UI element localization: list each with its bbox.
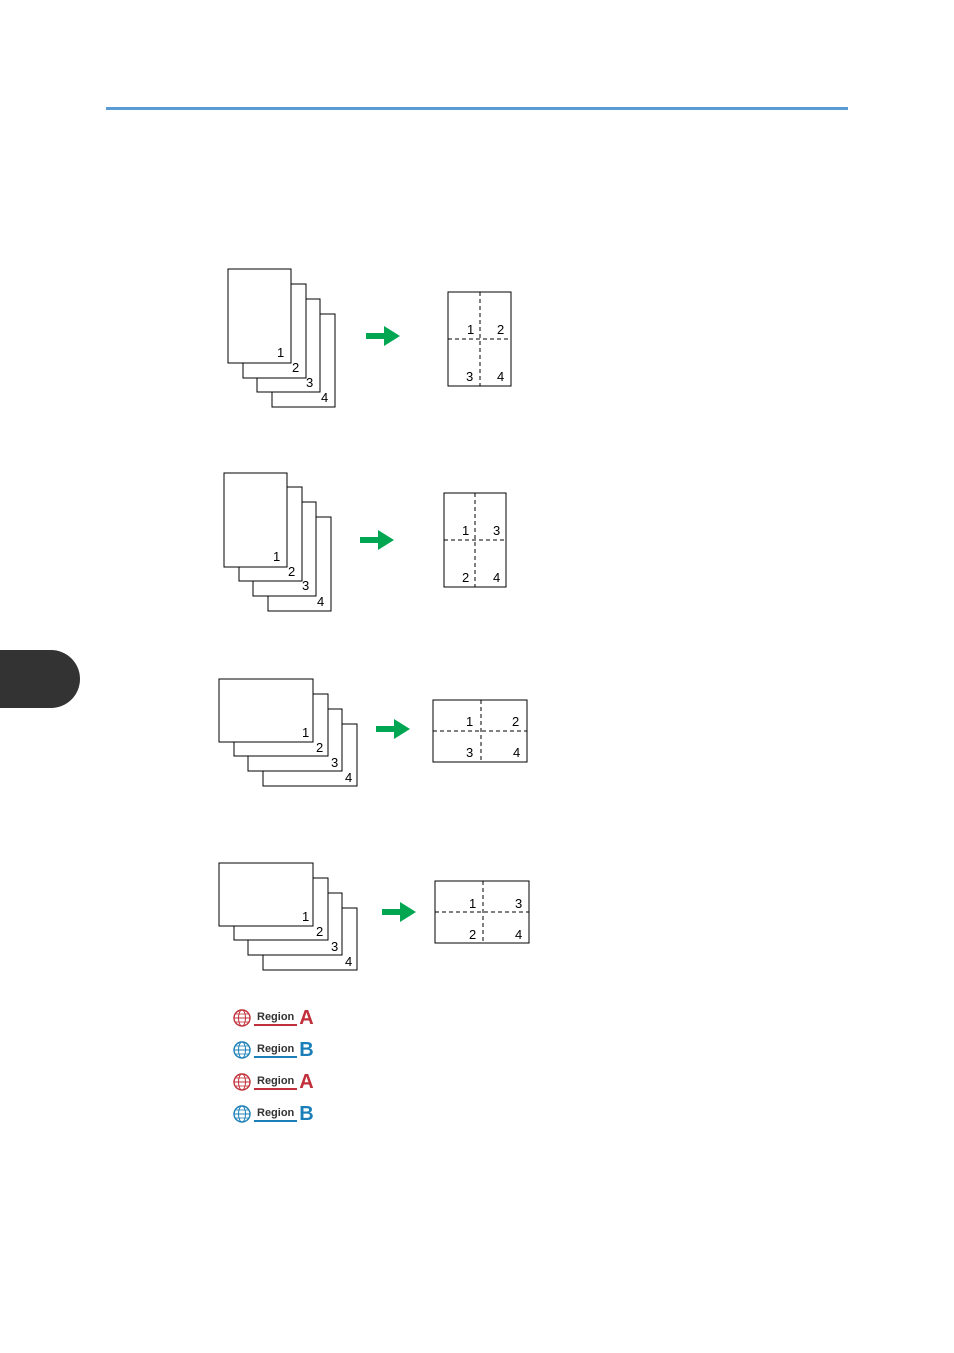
region-letter: A [299,1008,313,1028]
sheet-label: 1 [302,725,309,740]
region-word: Region [254,1042,297,1058]
result-label: 1 [462,523,469,538]
result-label: 2 [497,322,504,337]
sheet-label: 1 [273,549,280,564]
result-label: 3 [466,369,473,384]
sheet-label: 2 [292,360,299,375]
result-label: 4 [513,745,520,760]
diagram-2: 1 2 3 4 1 3 2 4 [224,473,506,611]
arrow-right-icon [366,326,400,346]
globe-icon [232,1008,252,1028]
result-label: 4 [497,369,504,384]
globe-icon [232,1040,252,1060]
result-label: 3 [466,745,473,760]
sheet-label: 3 [331,939,338,954]
sheet-label: 2 [288,564,295,579]
region-b-badge: Region B [232,1103,324,1125]
original-sheet-1 [219,679,313,742]
diagram-3: 1 2 3 4 1 2 3 4 [219,679,527,786]
sheet-label: 3 [331,755,338,770]
region-letter: B [299,1104,313,1124]
result-label: 1 [467,322,474,337]
region-word: Region [254,1106,297,1122]
sheet-label: 4 [317,594,324,609]
diagram-4: 1 2 3 4 1 3 2 4 [219,863,529,970]
arrow-right-icon [360,530,394,550]
arrow-right-icon [382,902,416,922]
region-letter: B [299,1040,313,1060]
result-label: 2 [469,927,476,942]
region-b-badge: Region B [232,1039,324,1061]
result-label: 4 [515,927,522,942]
region-a-badge: Region A [232,1007,324,1029]
sheet-label: 2 [316,924,323,939]
result-label: 2 [512,714,519,729]
diagram-1: 1 2 3 4 1 2 3 4 [228,269,511,407]
sheet-label: 2 [316,740,323,755]
result-label: 2 [462,570,469,585]
sheet-label: 3 [306,375,313,390]
result-label: 1 [469,896,476,911]
sheet-label: 1 [302,909,309,924]
globe-icon [232,1104,252,1124]
region-word: Region [254,1010,297,1026]
original-sheet-1 [219,863,313,926]
arrow-right-icon [376,719,410,739]
region-a-badge: Region A [232,1071,324,1093]
region-word: Region [254,1074,297,1090]
result-label: 3 [493,523,500,538]
result-label: 1 [466,714,473,729]
sheet-label: 1 [277,345,284,360]
result-label: 3 [515,896,522,911]
sheet-label: 4 [321,390,328,405]
globe-icon [232,1072,252,1092]
sheet-label: 3 [302,578,309,593]
sheet-label: 4 [345,954,352,969]
sheet-label: 4 [345,770,352,785]
region-letter: A [299,1072,313,1092]
result-label: 4 [493,570,500,585]
